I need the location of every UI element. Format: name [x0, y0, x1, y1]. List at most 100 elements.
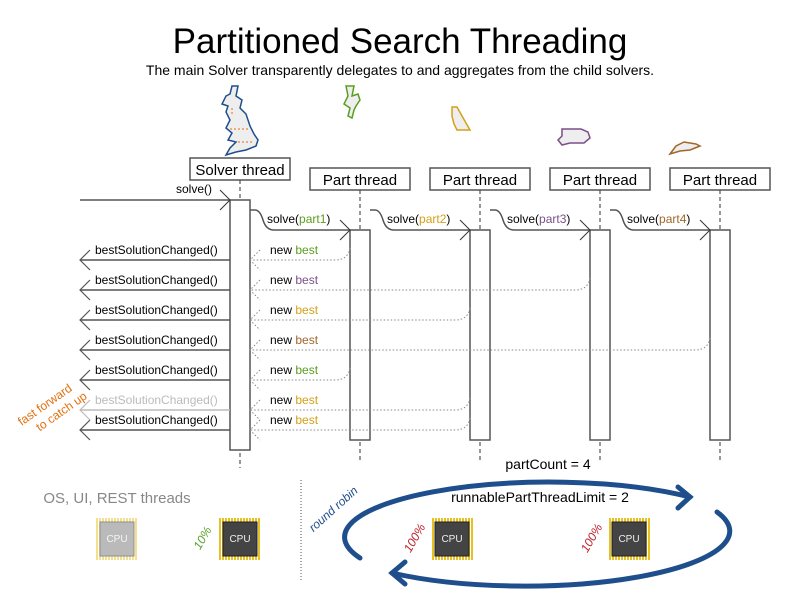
callback-label: bestSolutionChanged()	[95, 393, 218, 407]
cpu-label: CPU	[106, 534, 127, 545]
cpu-icon: CPU	[96, 518, 138, 560]
new-best-label: new best	[270, 393, 319, 407]
call-suffix: )	[326, 212, 330, 226]
arrowhead-icon	[249, 419, 261, 441]
new-best-dotted-line	[250, 397, 471, 411]
new-word: new	[270, 273, 295, 287]
arrowhead-icon	[249, 279, 261, 301]
best-word: best	[295, 393, 318, 407]
part-thread-2: Part thread solve(part2)	[370, 167, 531, 462]
new-word: new	[270, 243, 295, 257]
new-best-dotted-line	[250, 307, 471, 321]
new-best-label: new best	[270, 333, 319, 347]
callback-label: bestSolutionChanged()	[95, 333, 218, 347]
part-thread-label: Part thread	[443, 172, 517, 189]
new-best-label: new best	[270, 243, 319, 257]
new-word: new	[270, 303, 295, 317]
part-thread-label: Part thread	[683, 172, 757, 189]
part-activation	[709, 229, 731, 441]
cpu-icon: CPU	[219, 518, 261, 560]
callback-label: bestSolutionChanged()	[95, 413, 218, 427]
new-best-dotted-line	[250, 277, 591, 291]
arrowhead-icon	[79, 369, 91, 391]
part-thread-4: Part thread solve(part4)	[610, 167, 771, 462]
arrowhead-icon	[79, 419, 91, 441]
cpu-die	[434, 521, 470, 557]
cpu-usage-label: 100%	[578, 521, 606, 555]
part-thread-label: Part thread	[563, 172, 637, 189]
best-solution-event: bestSolutionChanged() new best	[79, 303, 471, 331]
call-prefix: solve(	[387, 212, 419, 226]
call-prefix: solve(	[507, 212, 539, 226]
solve-part-call-label: solve(part2)	[387, 212, 450, 226]
part-thread-label: Part thread	[323, 172, 397, 189]
best-solution-events: bestSolutionChanged() new best bestSolutio…	[79, 243, 711, 441]
new-word: new	[270, 413, 295, 427]
best-word: best	[295, 243, 318, 257]
arrowhead-icon	[79, 249, 91, 271]
part-threads: Part thread solve(part1) Part thread solve(…	[250, 167, 771, 462]
diagram-subtitle: The main Solver transparently delegates …	[146, 62, 654, 78]
round-robin-label: round robin	[306, 483, 361, 534]
new-best-dotted-line	[250, 337, 711, 351]
solve-part-call-label: solve(part3)	[507, 212, 570, 226]
new-best-dotted-line	[250, 247, 351, 261]
arrowhead-icon	[339, 219, 351, 241]
runnable-limit-label: runnablePartThreadLimit = 2	[451, 489, 629, 505]
new-word: new	[270, 393, 295, 407]
new-word: new	[270, 333, 295, 347]
other-threads-label: OS, UI, REST threads	[43, 490, 190, 507]
new-word: new	[270, 363, 295, 377]
north-england-map-icon	[451, 106, 472, 131]
best-solution-event: bestSolutionChanged() new best	[79, 333, 711, 361]
part-name: part3	[539, 212, 567, 226]
part-activation	[469, 229, 491, 441]
best-word: best	[295, 413, 318, 427]
cpu-usage-label: 100%	[401, 521, 429, 555]
new-best-dotted-line	[250, 367, 351, 381]
solve-call-label: solve()	[176, 182, 212, 196]
part-activation	[589, 229, 611, 441]
best-solution-event: bestSolutionChanged()new best	[79, 243, 351, 271]
solver-thread-label: Solver thread	[195, 162, 284, 179]
best-solution-event: bestSolutionChanged() new best	[79, 393, 471, 421]
new-best-label: new best	[270, 413, 319, 427]
arrowhead-icon	[579, 219, 591, 241]
part-activation	[349, 229, 371, 441]
midlands-map-icon	[556, 128, 591, 146]
new-best-dotted-line	[250, 417, 471, 431]
callback-label: bestSolutionChanged()	[95, 303, 218, 317]
best-word: best	[295, 363, 318, 377]
cpu-label: CPU	[441, 534, 462, 545]
solver-thread: Solver thread solve()	[80, 157, 291, 468]
new-best-label: new best	[270, 273, 319, 287]
arrowhead-icon	[699, 219, 711, 241]
scotland-map-icon	[343, 85, 361, 120]
best-word: best	[295, 273, 318, 287]
cpu-die	[222, 521, 258, 557]
call-prefix: solve(	[267, 212, 299, 226]
arrowhead-icon	[79, 399, 91, 421]
callback-label: bestSolutionChanged()	[95, 363, 218, 377]
part-count-label: partCount = 4	[505, 456, 590, 472]
solve-part-call-label: solve(part4)	[627, 212, 690, 226]
call-suffix: )	[566, 212, 570, 226]
part-name: part2	[419, 212, 447, 226]
solve-part-call-arrow	[610, 209, 710, 231]
solver-activation	[229, 199, 251, 451]
callback-label: bestSolutionChanged()	[95, 273, 218, 287]
arrowhead-icon	[249, 369, 261, 391]
arrowhead-icon	[249, 309, 261, 331]
call-suffix: )	[446, 212, 450, 226]
arrowhead-icon	[219, 189, 231, 211]
south-england-map-icon	[668, 141, 702, 156]
new-best-label: new best	[270, 363, 319, 377]
call-suffix: )	[686, 212, 690, 226]
solve-part-call-arrow	[490, 209, 590, 231]
cpu-label: CPU	[618, 534, 639, 545]
fast-forward-label: fast forward to catch up	[15, 376, 90, 440]
solve-part-call-label: solve(part1)	[267, 212, 330, 226]
best-solution-event: bestSolutionChanged() new best	[79, 363, 351, 391]
best-word: best	[295, 303, 318, 317]
part-thread-3: Part thread solve(part3)	[490, 167, 651, 462]
